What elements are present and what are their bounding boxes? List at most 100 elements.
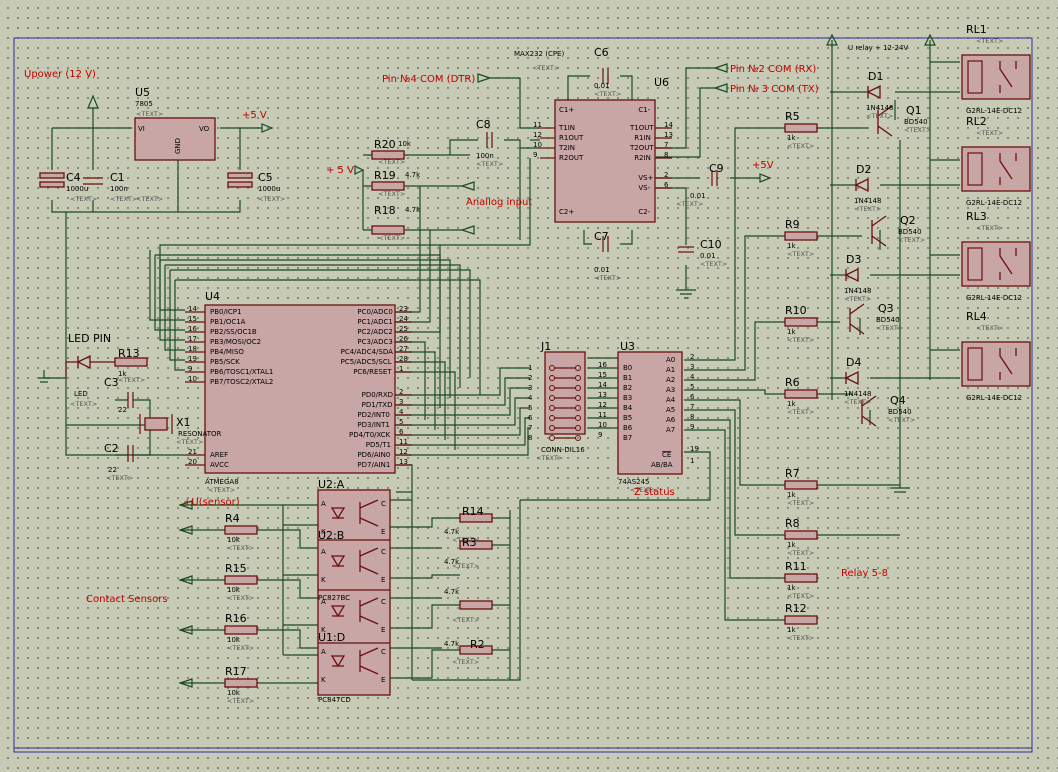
text-placeholder: <TEXT> (208, 486, 235, 494)
u5-body[interactable] (134, 117, 216, 161)
rl2-body[interactable] (961, 146, 1031, 192)
pullup-resistor-body[interactable] (459, 600, 493, 610)
text-placeholder: <TEXT> (452, 536, 479, 544)
relay-ref: RL2 (966, 115, 987, 128)
u3-pinnum: 7 (690, 403, 694, 411)
u5-pin-vi: VI (138, 125, 145, 133)
transistor-3[interactable] (849, 303, 865, 335)
u6-body[interactable] (554, 99, 656, 223)
c5-ref: C5 (258, 171, 273, 184)
led-pin-label: LED PIN (68, 332, 111, 345)
contact-sensors-label: Contact Sensors (86, 594, 168, 605)
r-r15-body[interactable] (224, 575, 258, 585)
u3-body[interactable] (617, 351, 683, 475)
d-ref: D3 (846, 253, 861, 266)
r-r11-body[interactable] (784, 573, 818, 583)
diode-3[interactable] (844, 267, 859, 283)
r-r6-body[interactable] (784, 389, 818, 399)
j1-ref: J1 (540, 340, 551, 353)
pullup-resistor-body[interactable] (459, 540, 493, 550)
u3-pin-l: B2 (623, 384, 632, 392)
c4-plate[interactable] (39, 172, 65, 179)
text-placeholder: <TEXT> (676, 200, 703, 208)
j1-pinnum-l: 3 (528, 384, 532, 392)
j1-pin[interactable] (549, 435, 555, 441)
r-r5-body[interactable] (784, 123, 818, 133)
text-placeholder: <TEXT> (594, 274, 621, 282)
opto-diode (330, 507, 346, 520)
diode-4[interactable] (844, 370, 859, 386)
c9-ref: C9 (709, 162, 724, 175)
r-r17-ref: R17 (225, 665, 247, 678)
x1-body[interactable] (144, 417, 168, 431)
c6-val: 0.01 (594, 82, 610, 90)
r-r17-body[interactable] (224, 678, 258, 688)
rl4-body[interactable] (961, 341, 1031, 387)
j1-pinnum-l: 4 (528, 394, 533, 402)
j1-pin[interactable] (575, 435, 581, 441)
d-ref: D1 (868, 70, 883, 83)
led-val: LED (74, 390, 88, 398)
r-r7-body[interactable] (784, 480, 818, 490)
u4-pinnum-r: 27 (399, 345, 408, 353)
u3-pin-r: A1 (666, 366, 675, 374)
u2b-ref: U2:B (318, 529, 344, 542)
r-r4-body[interactable] (224, 525, 258, 535)
led-body[interactable] (76, 354, 91, 370)
max232-label: MAX232 (CPE) (514, 50, 564, 58)
pin2-label: Pin №2 COM (RX) (730, 64, 816, 75)
resistor-body[interactable] (114, 357, 148, 367)
resistor-body[interactable] (371, 225, 405, 235)
rl3-body[interactable] (961, 241, 1031, 287)
c9-val: 0.01 (690, 192, 706, 200)
r-r8-body[interactable] (784, 530, 818, 540)
transistor-4[interactable] (861, 395, 877, 427)
r-r7-val: 1k (787, 491, 796, 499)
r-r10-body[interactable] (784, 317, 818, 327)
pullup-resistor-body[interactable] (459, 513, 493, 523)
u3-pin-l: B5 (623, 414, 632, 422)
diode-2[interactable] (854, 177, 869, 193)
r2-val: 4.7k (444, 640, 460, 648)
c5-val: 1000u (258, 185, 280, 193)
u6-pinnum: 14 (664, 121, 673, 129)
c8-val: 100n (476, 152, 494, 160)
resistor-body[interactable] (371, 181, 405, 191)
u4-pinnum-l: 14 (188, 305, 197, 313)
zstatus-label: Z status (634, 487, 675, 498)
r-r16-body[interactable] (224, 625, 258, 635)
u4-pin-r: PC2/ADC2 (357, 328, 392, 336)
optocoupler-body[interactable] (317, 489, 391, 696)
r-r12-text: <TEXT> (787, 634, 814, 642)
d-ref: D2 (856, 163, 871, 176)
r-r12-body[interactable] (784, 615, 818, 625)
rl1-body[interactable] (961, 54, 1031, 100)
u4-pin-l: PB0/ICP1 (210, 308, 241, 316)
u3-ref: U3 (620, 340, 635, 353)
relay-val: G2RL-14E-DC12 (966, 199, 1022, 207)
text-placeholder: <TEXT> (700, 260, 727, 268)
r-r7-ref: R7 (785, 467, 800, 480)
j1-body[interactable] (544, 351, 586, 435)
u4-pin-r: PD1/TXD (362, 401, 393, 409)
r-r16-val: 10k (227, 636, 241, 644)
u6-pinnum: 12 (533, 131, 542, 139)
transistor-1[interactable] (877, 105, 893, 137)
r-r9-body[interactable] (784, 231, 818, 241)
u3-pinnum: 8 (690, 413, 694, 421)
transistor-2[interactable] (871, 215, 887, 247)
x1-val: RESONATOR (178, 430, 222, 438)
io-ports (178, 63, 728, 688)
pullup-resistor-body[interactable] (459, 645, 493, 655)
analog-input-label: Anallog input (466, 197, 532, 208)
u4-body[interactable] (204, 304, 396, 474)
u1d-ref: U1:D (318, 631, 345, 644)
opto-diode (330, 655, 346, 668)
c5-plate[interactable] (227, 172, 253, 179)
u4-pin-l: PB2/SS/OC1B (210, 328, 257, 336)
resistor-body[interactable] (371, 150, 405, 160)
u6-pinnum: 6 (664, 181, 669, 189)
diode-1[interactable] (866, 84, 881, 100)
